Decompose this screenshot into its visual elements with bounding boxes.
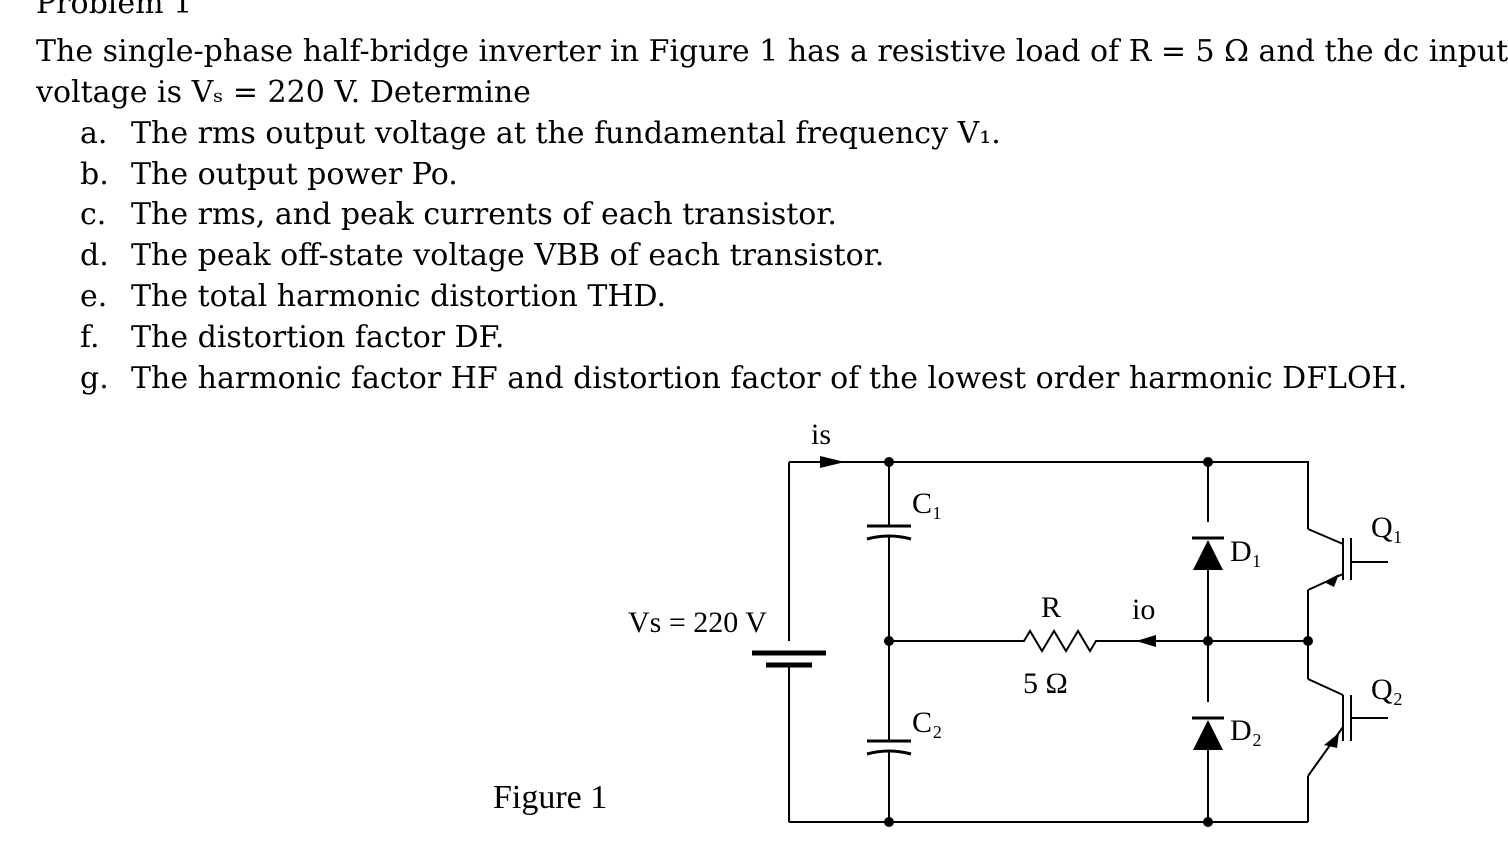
- question-text: The peak off-state voltage VBB of each t…: [131, 238, 885, 274]
- label-capacitor-c1: C₁: [912, 487, 942, 520]
- transistor-q1-symbol: [1307, 528, 1388, 591]
- question-item: g. The harmonic factor HF and distortion…: [80, 358, 1407, 399]
- label-transistor-q2: Q₂: [1371, 673, 1403, 706]
- diode-d2-symbol: [1192, 716, 1224, 750]
- problem-statement: The single-phase half-bridge inverter in…: [36, 31, 1508, 113]
- label-output-current: io: [1132, 593, 1155, 626]
- figure-caption: Figure 1: [493, 779, 607, 816]
- label-diode-d2: D₂: [1230, 714, 1262, 747]
- capacitor-c1-symbol: [866, 524, 912, 541]
- question-text: The rms output voltage at the fundamenta…: [131, 115, 1001, 151]
- problem-statement-line-2: voltage is Vₛ = 220 V. Determine: [36, 75, 531, 110]
- question-item: a. The rms output voltage at the fundame…: [80, 113, 1407, 154]
- question-item: e. The total harmonic distortion THD.: [80, 276, 1407, 317]
- capacitor-c2-symbol: [866, 739, 912, 756]
- problem-statement-line-1: The single-phase half-bridge inverter in…: [36, 34, 1508, 69]
- label-source-current: is: [811, 418, 831, 451]
- source-current-arrow: [820, 456, 845, 468]
- label-source-voltage: Vs = 220 V: [628, 606, 767, 639]
- question-letter: f.: [80, 319, 100, 355]
- question-text: The rms, and peak currents of each trans…: [131, 197, 837, 233]
- label-resistor-name: R: [1041, 591, 1061, 624]
- output-current-arrow: [1136, 635, 1156, 647]
- question-item: d. The peak off-state voltage VBB of eac…: [80, 235, 1407, 276]
- label-transistor-q1: Q₁: [1371, 511, 1403, 544]
- question-text: The output power Po.: [131, 156, 458, 192]
- question-item: f. The distortion factor DF.: [80, 317, 1407, 358]
- question-letter: d.: [80, 238, 109, 274]
- problem-title: Problem 1: [36, 0, 193, 21]
- question-text: The distortion factor DF.: [131, 319, 505, 355]
- question-text: The total harmonic distortion THD.: [131, 279, 667, 315]
- resistor-symbol: [1014, 629, 1108, 653]
- diode-d1-symbol: [1192, 536, 1224, 570]
- question-letter: c.: [80, 197, 107, 233]
- question-letter: b.: [80, 156, 109, 192]
- label-capacitor-c2: C₂: [912, 706, 942, 739]
- question-list: a. The rms output voltage at the fundame…: [80, 113, 1407, 399]
- question-item: b. The output power Po.: [80, 154, 1407, 195]
- question-text: The harmonic factor HF and distortion fa…: [131, 360, 1408, 396]
- label-resistor-value: 5 Ω: [1023, 667, 1068, 700]
- question-letter: a.: [80, 115, 108, 151]
- question-letter: g.: [80, 360, 109, 396]
- question-item: c. The rms, and peak currents of each tr…: [80, 195, 1407, 236]
- question-letter: e.: [80, 279, 108, 315]
- junction-dots: [884, 457, 1313, 827]
- dc-source-symbol: [752, 650, 826, 668]
- label-diode-d1: D₁: [1230, 535, 1262, 568]
- transistor-q2-symbol: [1307, 678, 1388, 777]
